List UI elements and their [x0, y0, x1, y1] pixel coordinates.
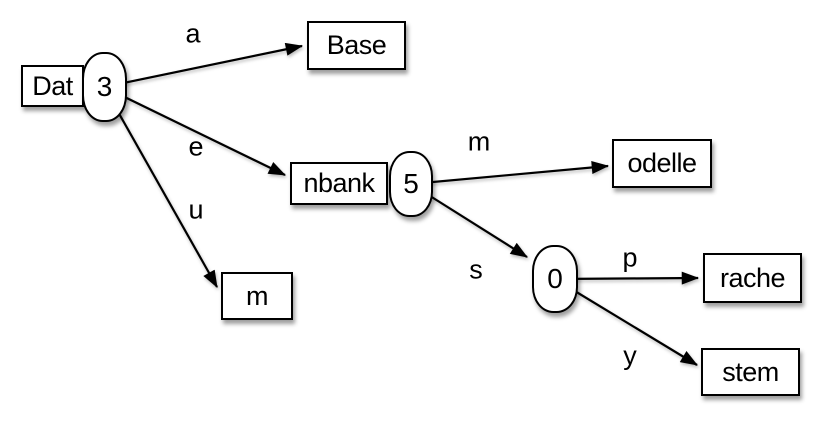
edge-line-m [410, 161, 610, 186]
trie-box-stem: stem [701, 348, 800, 396]
edge-label-a: a [185, 18, 201, 49]
edge-line-y [554, 278, 698, 366]
trie-box-dat: Dat [21, 65, 84, 107]
edge-label-s: s [469, 254, 483, 285]
edge-label-y: y [623, 340, 637, 371]
edge-label-e: e [188, 131, 204, 162]
trie-box-base: Base [307, 21, 406, 70]
trie-box-nbank: nbank [290, 162, 388, 205]
count-node-5: 5 [389, 151, 433, 217]
trie-box-m: m [221, 272, 293, 320]
edge-label-p: p [622, 242, 638, 273]
edge-line-e [103, 86, 286, 176]
count-node-3: 3 [82, 52, 127, 122]
trie-box-rache: rache [703, 253, 802, 303]
edge-label-m: m [467, 126, 491, 157]
edge-line-p [554, 271, 700, 285]
edge-line-u [103, 86, 218, 288]
trie-box-odelle: odelle [612, 139, 712, 188]
count-node-0: 0 [532, 245, 578, 313]
edge-line-a [103, 42, 304, 89]
edge-label-u: u [188, 194, 204, 225]
